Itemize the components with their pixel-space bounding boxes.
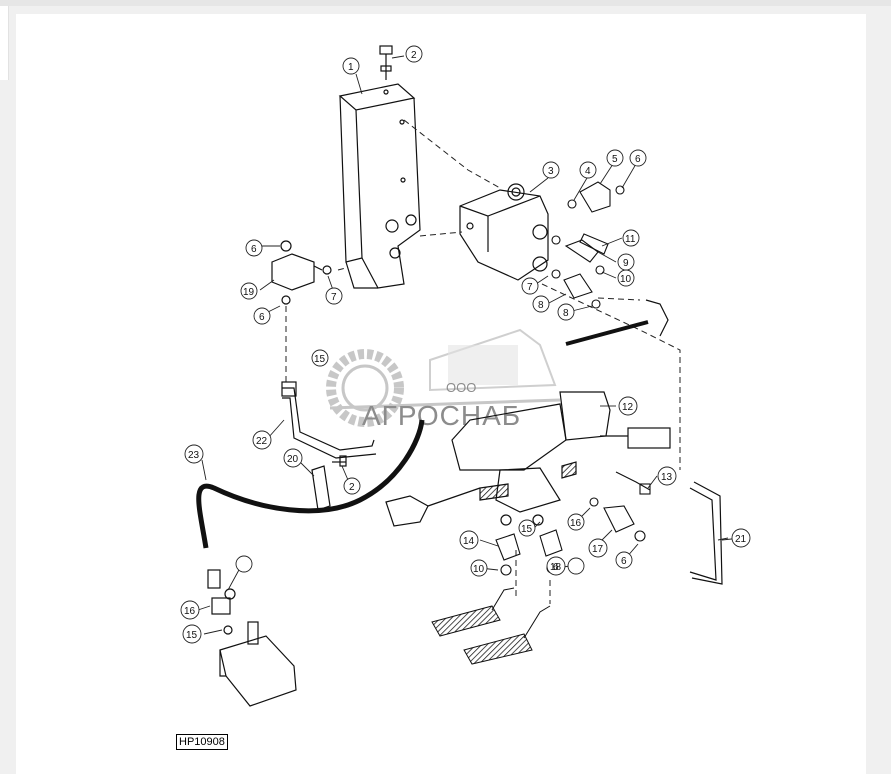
callout-12: 12 <box>622 402 634 413</box>
callout-6: 6 <box>251 244 257 255</box>
callout-17: 17 <box>592 544 604 555</box>
callout-13: 13 <box>661 472 673 483</box>
callout-21: 21 <box>735 534 747 545</box>
elbow-fitting <box>271 240 332 305</box>
diagram-panel <box>16 14 866 774</box>
hose-upper <box>565 320 649 346</box>
hatched-hoses <box>431 587 551 665</box>
pipe-22 <box>281 381 377 459</box>
dashed-leaders <box>285 119 681 604</box>
callout-11: 11 <box>625 234 636 245</box>
figure-reference-label: HP10908 <box>176 734 228 750</box>
callout-15: 15 <box>314 354 326 365</box>
callout-labels: 1 2 3 4 5 6 6 6 6 6 7 7 8 8 9 10 10 11 1… <box>184 50 747 641</box>
callout-15: 15 <box>186 630 198 641</box>
callout-leaders <box>197 55 742 635</box>
pipe-21 <box>645 299 723 585</box>
callout-4: 4 <box>585 166 591 177</box>
callout-6: 6 <box>621 556 627 567</box>
callout-7: 7 <box>331 292 337 303</box>
callout-19: 19 <box>243 287 255 298</box>
callout-8: 8 <box>538 300 544 311</box>
port-block <box>207 569 297 707</box>
lower-fittings <box>495 471 651 576</box>
hose-23 <box>196 419 425 549</box>
callout-16: 16 <box>570 518 582 529</box>
callout-6: 6 <box>635 154 641 165</box>
callout-9: 9 <box>623 258 629 269</box>
left-scroll-strip <box>0 6 9 80</box>
callout-6: 6 <box>259 312 265 323</box>
callout-18: 18 <box>550 562 562 573</box>
valve-block <box>459 183 549 281</box>
hose-clip <box>311 455 347 511</box>
solenoid-manifold <box>385 391 671 527</box>
callout-7: 7 <box>527 282 533 293</box>
callout-15: 15 <box>521 524 533 535</box>
callout-22: 22 <box>256 436 268 447</box>
callout-2: 2 <box>411 50 417 61</box>
callout-2: 2 <box>349 482 355 493</box>
valve-fittings <box>551 181 625 309</box>
callout-1: 1 <box>348 62 354 73</box>
top-bar <box>0 0 891 6</box>
callout-14: 14 <box>463 536 475 547</box>
bolt-top <box>379 45 393 80</box>
watermark-logo <box>326 328 561 427</box>
callout-5: 5 <box>612 154 618 165</box>
callout-20: 20 <box>287 454 299 465</box>
callout-6: 6 <box>553 562 559 573</box>
callout-16: 16 <box>184 606 196 617</box>
callout-3: 3 <box>548 166 554 177</box>
callout-bubbles <box>180 45 751 644</box>
mounting-bracket <box>338 83 421 289</box>
watermark-company-prefix: ООО <box>446 380 476 395</box>
callout-8: 8 <box>563 308 569 319</box>
callout-10: 10 <box>620 274 632 285</box>
callout-23: 23 <box>188 450 200 461</box>
callout-10: 10 <box>473 564 485 575</box>
